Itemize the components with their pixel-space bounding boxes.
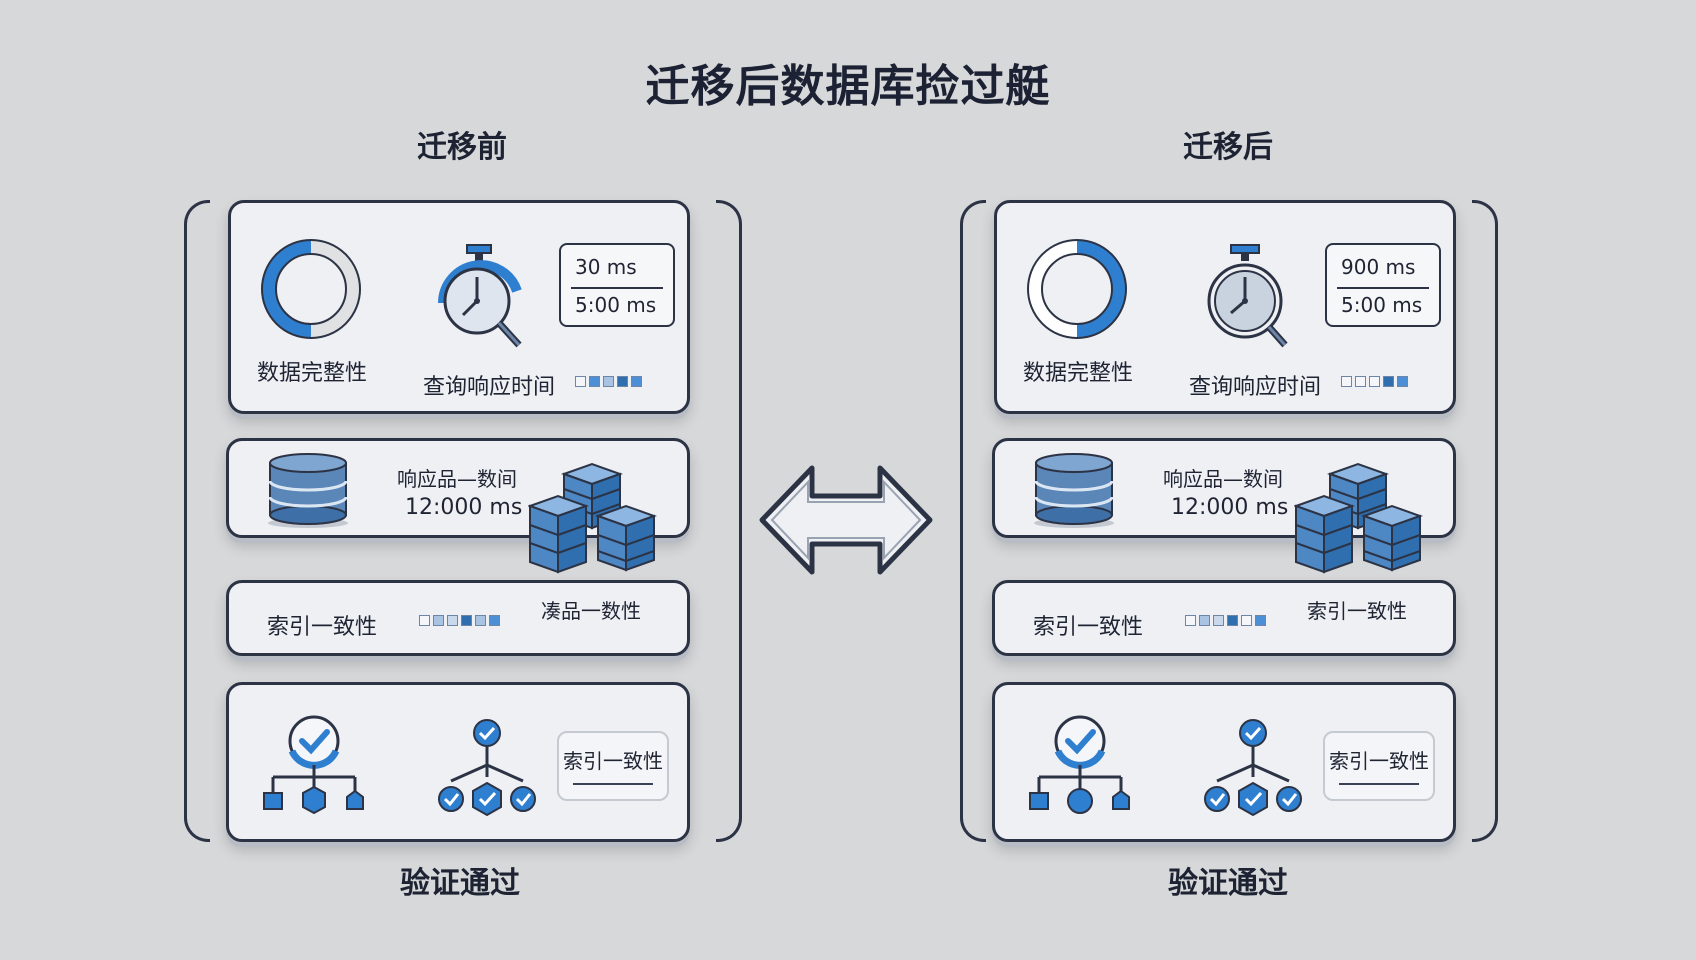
integrity-label: 数据完整性 <box>1023 361 1134 386</box>
verify-box-label: 索引一致性 <box>563 749 663 773</box>
bracket-right-after <box>1472 200 1498 842</box>
index-label: 索引一致性 <box>1033 615 1144 640</box>
index-label-right: 索引一致性 <box>1307 599 1407 623</box>
query-value-box: 900 ms 5:00 ms <box>1325 243 1441 327</box>
metrics-panel-before: 数据完整性 查询响应时间 30 ms 5:00 ms <box>228 200 690 414</box>
check-tree-icon <box>438 719 536 817</box>
query-value-bottom: 5:00 ms <box>575 293 657 317</box>
verified-hierarchy-icon <box>263 715 364 815</box>
value-divider <box>1337 287 1429 289</box>
verify-index-box: 索引一致性 <box>1323 731 1435 801</box>
query-time-label: 查询响应时间 <box>423 375 556 400</box>
query-time-label: 查询响应时间 <box>1189 375 1322 400</box>
db-label: 响应品—数间 <box>1163 467 1283 491</box>
db-value: 12:000 ms <box>405 495 523 520</box>
integrity-label: 数据完整性 <box>257 361 368 386</box>
database-icon <box>1034 453 1114 528</box>
query-value-top: 900 ms <box>1341 255 1416 279</box>
index-label: 索引一致性 <box>267 615 378 640</box>
bracket-left-before <box>184 200 210 842</box>
column-header-before: 迁移前 <box>417 130 507 165</box>
database-icon <box>268 453 348 528</box>
stopwatch-icon <box>438 244 522 348</box>
query-value-top: 30 ms <box>575 255 637 279</box>
db-label: 响应品—数间 <box>397 467 517 491</box>
column-footer-before: 验证通过 <box>400 866 520 901</box>
column-header-after: 迁移后 <box>1183 130 1273 165</box>
db-value: 12:000 ms <box>1171 495 1289 520</box>
double-arrow-icon <box>759 465 933 575</box>
stopwatch-icon <box>1207 244 1288 348</box>
integrity-ring-icon <box>261 239 361 339</box>
integrity-ring-icon <box>1027 239 1127 339</box>
column-footer-after: 验证通过 <box>1168 866 1288 901</box>
verify-panel-after: 索引一致性 <box>992 682 1456 842</box>
query-value-box: 30 ms 5:00 ms <box>559 243 675 327</box>
verify-box-line <box>1339 783 1419 785</box>
bracket-left-after <box>960 200 986 842</box>
value-divider <box>571 287 663 289</box>
check-tree-icon <box>1204 719 1302 817</box>
index-panel-after: 索引一致性 索引一致性 <box>992 580 1456 656</box>
bracket-right-before <box>716 200 742 842</box>
server-blocks-icon <box>528 462 657 574</box>
metrics-panel-after: 数据完整性 查询响应时间 900 ms 5:00 ms <box>994 200 1456 414</box>
index-panel-before: 索引一致性 凑品一数性 <box>226 580 690 656</box>
verify-box-label: 索引一致性 <box>1329 749 1429 773</box>
verified-hierarchy-icon <box>1029 715 1130 814</box>
server-blocks-icon <box>1294 462 1423 574</box>
query-value-bottom: 5:00 ms <box>1341 293 1423 317</box>
page-title: 迁移后数据库捡过艇 <box>645 61 1051 112</box>
index-label-right: 凑品一数性 <box>541 599 641 623</box>
verify-index-box: 索引一致性 <box>557 731 669 801</box>
verify-box-line <box>573 783 653 785</box>
verify-panel-before: 索引一致性 <box>226 682 690 842</box>
